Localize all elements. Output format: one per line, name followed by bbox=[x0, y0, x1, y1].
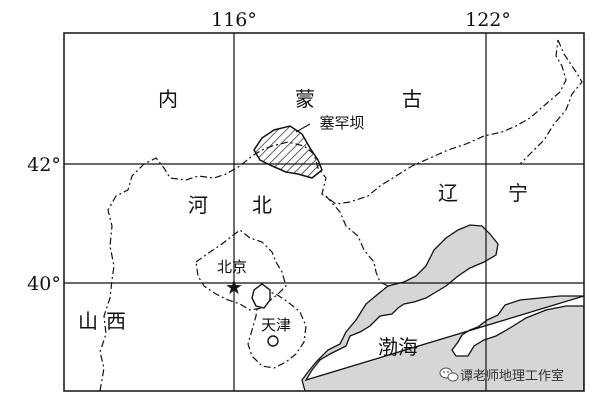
label-saihanba: 塞罕坝 bbox=[319, 114, 364, 132]
label-bei: 北 bbox=[252, 193, 272, 217]
label-xi: 西 bbox=[106, 309, 126, 333]
label-meng: 蒙 bbox=[295, 87, 315, 111]
watermark: 谭老师地理工作室 bbox=[439, 367, 564, 384]
beijing-border bbox=[195, 229, 287, 311]
longitude-label-122: 122° bbox=[465, 9, 511, 31]
miyun-reservoir bbox=[251, 283, 271, 309]
liaoning-hebei-border bbox=[325, 195, 389, 287]
latitude-label-42: 42° bbox=[27, 154, 61, 176]
map-frame bbox=[63, 32, 585, 392]
liaoning-coast-border bbox=[519, 39, 583, 165]
label-liao: 辽 bbox=[438, 181, 458, 205]
label-shan: 山 bbox=[78, 309, 98, 333]
tianjin-city-marker bbox=[267, 335, 279, 347]
label-he: 河 bbox=[188, 193, 208, 217]
beijing-star-icon: ★ bbox=[225, 275, 243, 299]
label-nei: 内 bbox=[158, 87, 178, 111]
label-bohai: 渤海 bbox=[378, 335, 418, 359]
bohai-sea bbox=[301, 224, 584, 391]
label-ning: 宁 bbox=[508, 181, 528, 205]
label-tianjin: 天津 bbox=[261, 316, 291, 334]
saihanba-leader-line bbox=[295, 123, 311, 133]
wechat-icon bbox=[439, 367, 459, 382]
watermark-text: 谭老师地理工作室 bbox=[460, 368, 564, 384]
latitude-label-40: 40° bbox=[27, 273, 61, 295]
longitude-label-116: 116° bbox=[211, 9, 257, 31]
tianjin-border bbox=[247, 289, 307, 369]
saihanba-forest-area bbox=[253, 125, 323, 179]
label-beijing: 北京 bbox=[217, 258, 247, 276]
label-gu: 古 bbox=[402, 87, 422, 111]
